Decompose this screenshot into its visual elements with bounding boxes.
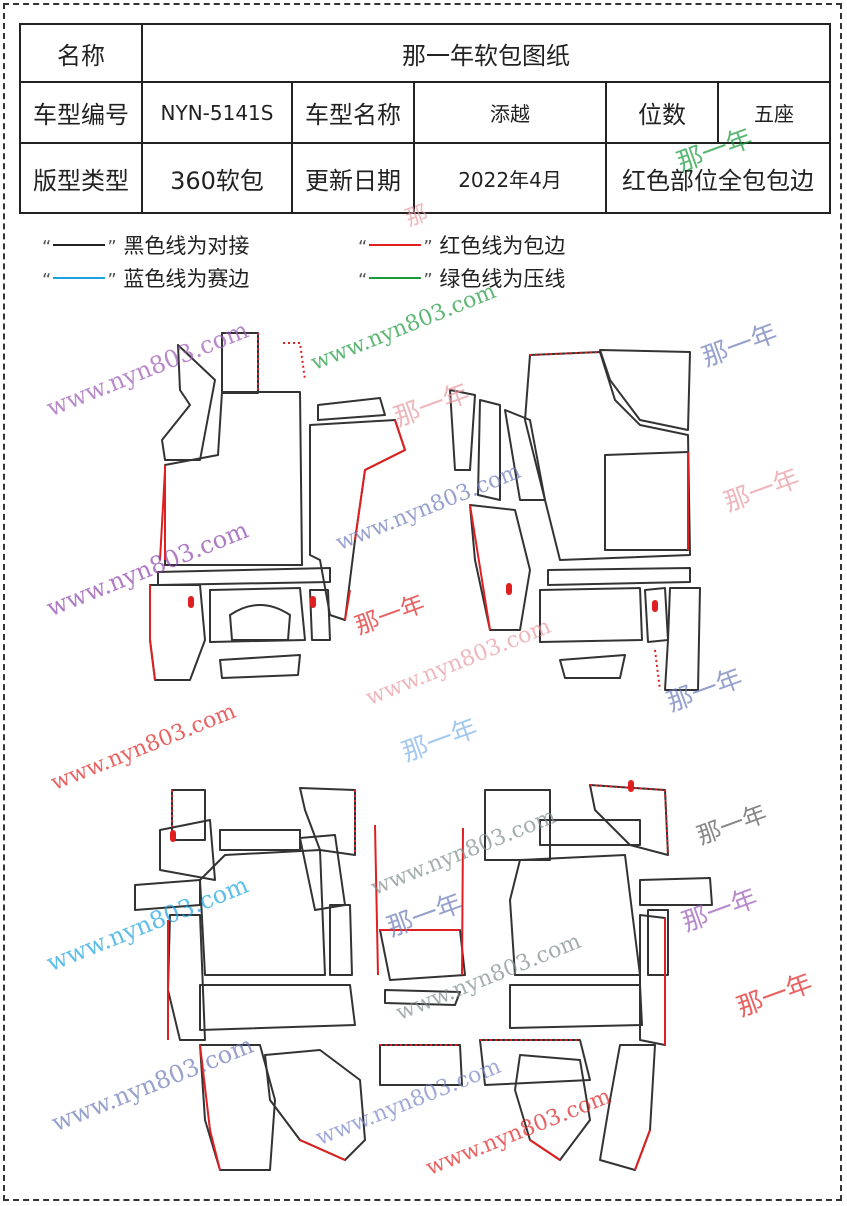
pattern-piece	[309, 589, 331, 641]
pattern-piece	[504, 409, 546, 501]
style-label: 版型类型	[19, 142, 143, 214]
edge-line	[283, 342, 306, 381]
page-border	[3, 3, 842, 1201]
edge-line	[654, 649, 661, 691]
pattern-piece	[599, 1044, 656, 1171]
pattern-piece	[264, 1049, 366, 1161]
pattern-piece	[221, 332, 259, 394]
edge-line	[149, 585, 156, 681]
pattern-piece	[539, 587, 643, 643]
pattern-piece	[509, 984, 643, 1029]
edge-line	[589, 784, 669, 856]
info-table: 名称 那一年软包图纸 车型编号 NYN-5141S 车型名称 添越 位数 五座 …	[19, 23, 831, 214]
pattern-piece	[164, 391, 303, 566]
pattern-piece	[161, 344, 216, 461]
pattern-piece	[604, 451, 689, 551]
edge-line	[374, 824, 379, 976]
pattern-piece	[559, 654, 626, 679]
pattern-piece	[299, 787, 356, 856]
mark-dot	[170, 830, 176, 842]
edge-line	[344, 589, 351, 621]
pattern-piece	[547, 567, 691, 586]
pattern-piece	[664, 587, 701, 691]
pattern-piece	[384, 989, 461, 1006]
pattern-piece	[379, 929, 466, 981]
pattern-piece	[599, 349, 691, 431]
pattern-piece	[539, 819, 641, 846]
pattern-piece	[524, 351, 691, 561]
legend-green: “” 绿色线为压线	[358, 267, 566, 291]
mark-dot	[188, 596, 194, 608]
pattern-piece	[509, 854, 641, 976]
pattern-piece	[329, 904, 353, 976]
update-label: 更新日期	[291, 142, 415, 214]
edge-line	[469, 504, 491, 631]
pattern-piece	[484, 789, 551, 861]
pattern-piece	[199, 984, 356, 1031]
model-name-label: 车型名称	[291, 81, 415, 144]
edge-line	[199, 1044, 221, 1171]
pattern-piece	[449, 389, 476, 471]
pattern-piece	[209, 587, 306, 643]
mark-dot	[628, 780, 634, 792]
edge-line	[634, 1129, 651, 1171]
update-date: 2022年4月	[413, 142, 607, 214]
pattern-piece	[229, 604, 291, 641]
pattern-piece	[477, 399, 501, 501]
pattern-piece	[199, 1044, 276, 1171]
pattern-piece	[514, 1054, 591, 1161]
pattern-piece	[171, 789, 206, 841]
model-name: 添越	[413, 81, 607, 144]
edge-line	[461, 827, 464, 976]
mark-dot	[506, 583, 512, 595]
pattern-piece	[219, 654, 301, 679]
name-label: 名称	[19, 23, 143, 83]
pattern-piece	[149, 584, 206, 681]
model-no-label: 车型编号	[19, 81, 143, 144]
mark-dot	[310, 596, 316, 608]
drawing-title: 那一年软包图纸	[141, 23, 831, 83]
legend-red: “” 红色线为包边	[358, 234, 566, 258]
seats: 五座	[717, 81, 831, 144]
edge-line	[299, 1139, 346, 1161]
pattern-piece	[159, 819, 216, 881]
pattern-piece	[589, 784, 669, 856]
legend-black: “” 黑色线为对接	[42, 234, 250, 258]
edge-line	[159, 469, 166, 561]
mark-dot	[652, 600, 658, 612]
pattern-piece	[317, 397, 386, 421]
pattern-piece	[199, 849, 326, 976]
pattern-piece	[479, 1039, 591, 1086]
pattern-piece	[134, 879, 201, 911]
pattern-piece	[469, 504, 531, 631]
style: 360软包	[141, 142, 293, 214]
pattern-piece	[219, 829, 301, 851]
pattern-piece	[157, 567, 331, 586]
edge-line	[529, 351, 601, 356]
pattern-piece	[379, 1044, 463, 1086]
pattern-piece	[639, 914, 666, 1046]
edge-line	[529, 1139, 561, 1161]
edge-note: 红色部位全包包边	[605, 142, 831, 214]
pattern-piece	[639, 877, 713, 906]
model-no: NYN-5141S	[141, 81, 293, 144]
pattern-piece	[644, 587, 669, 643]
edge-line	[354, 419, 407, 541]
pattern-piece	[647, 909, 669, 976]
seats-label: 位数	[605, 81, 719, 144]
legend-blue: “” 蓝色线为赛边	[42, 267, 250, 291]
